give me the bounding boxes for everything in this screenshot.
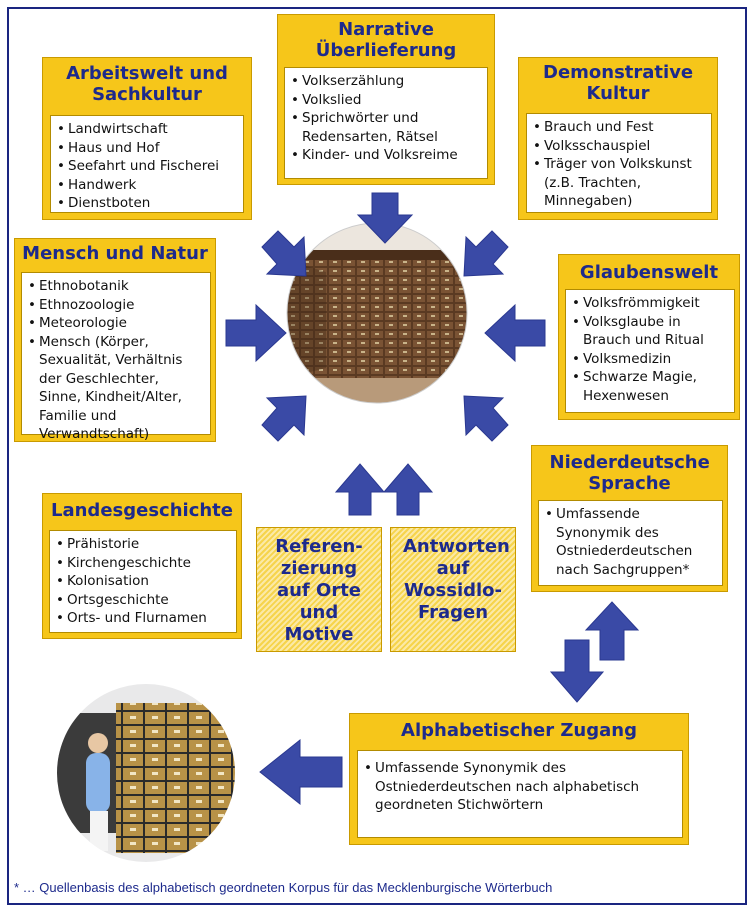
list-item: Meteorologie <box>28 314 204 333</box>
arrow-up-icon <box>584 601 640 661</box>
list-item: Schwarze Magie, Hexenwesen <box>572 368 728 405</box>
box-landesgeschichte-title: Landesgeschichte <box>51 500 233 521</box>
box-demonstrative-list: Brauch und Fest Volksschauspiel Träger v… <box>533 118 705 211</box>
box-demonstrative-title: Demonstrative Kultur <box>543 62 694 104</box>
arrow-diagonal-icon <box>463 230 509 277</box>
box-alphabetisch-title: Alphabetischer Zugang <box>401 720 637 741</box>
box-mensch: Mensch und Natur Ethnobotanik Ethnozoolo… <box>14 238 216 442</box>
box-narrative-list: Volkserzählung Volkslied Sprichwörter un… <box>291 72 481 165</box>
list-item: Landwirtschaft <box>57 120 237 139</box>
footnote: * … Quellenbasis des alphabetisch geordn… <box>14 880 553 895</box>
box-narrative-title: Narrative Überlieferung <box>315 19 457 61</box>
list-item: Handwerk <box>57 176 237 195</box>
arrow-diagonal-icon <box>261 395 307 442</box>
arrow-left-icon <box>259 738 343 806</box>
box-mensch-list: Ethnobotanik Ethnozoologie Meteorologie … <box>28 277 204 444</box>
list-item: Mensch (Körper, Sexualität, Verhältnis d… <box>28 333 204 444</box>
box-niederdeutsche: Niederdeutsche Sprache Umfassende Synony… <box>531 445 728 592</box>
list-item: Kinder- und Volksreime <box>291 146 481 165</box>
list-item: Haus und Hof <box>57 139 237 158</box>
box-mensch-title: Mensch und Natur <box>22 243 208 264</box>
arrow-up-icon <box>334 463 386 516</box>
list-item: Ortsgeschichte <box>56 591 230 610</box>
list-item: Volksfrömmigkeit <box>572 294 728 313</box>
box-niederdeutsche-list: Umfassende Synonymik des Ostniederdeutsc… <box>545 505 716 579</box>
arrow-down-icon <box>549 639 605 703</box>
arrow-diagonal-icon <box>261 230 307 277</box>
box-glaubenswelt-list: Volksfrömmigkeit Volksglaube in Brauch u… <box>572 294 728 405</box>
list-item: Ethnozoologie <box>28 296 204 315</box>
list-item: Brauch und Fest <box>533 118 705 137</box>
box-landesgeschichte: Landesgeschichte Prähistorie Kirchengesc… <box>42 493 242 639</box>
box-demonstrative: Demonstrative Kultur Brauch und Fest Vol… <box>518 57 718 220</box>
list-item: Orts- und Flurnamen <box>56 609 230 628</box>
list-item: Ethnobotanik <box>28 277 204 296</box>
box-glaubenswelt: Glaubenswelt Volksfrömmigkeit Volksglaub… <box>558 254 740 420</box>
box-antworten: Antworten auf Wossidlo-Fragen <box>390 527 516 652</box>
list-item: Kirchengeschichte <box>56 554 230 573</box>
list-item: Volksschauspiel <box>533 137 705 156</box>
box-landesgeschichte-list: Prähistorie Kirchengeschichte Kolonisati… <box>56 535 230 628</box>
list-item: Dienstboten <box>57 194 237 213</box>
box-antworten-text: Antworten auf Wossidlo-Fragen <box>403 536 510 623</box>
arrow-down-icon <box>356 192 414 244</box>
card-catalog-photo <box>286 222 468 404</box>
arrow-diagonal-icon <box>463 395 509 442</box>
list-item: Volksmedizin <box>572 350 728 369</box>
box-niederdeutsche-title: Niederdeutsche Sprache <box>549 452 710 494</box>
box-alphabetisch-list: Umfassende Synonymik des Ostniederdeutsc… <box>364 759 676 815</box>
box-glaubenswelt-title: Glaubenswelt <box>579 262 719 283</box>
list-item: Volkslied <box>291 91 481 110</box>
box-alphabetisch: Alphabetischer Zugang Umfassende Synonym… <box>349 713 689 845</box>
box-arbeitswelt: Arbeitswelt und Sachkultur Landwirtschaf… <box>42 57 252 220</box>
list-item: Prähistorie <box>56 535 230 554</box>
list-item: Volksglaube in Brauch und Ritual <box>572 313 728 350</box>
box-arbeitswelt-list: Landwirtschaft Haus und Hof Seefahrt und… <box>57 120 237 213</box>
box-referenzierung: Referen-zierung auf Orte und Motive <box>256 527 382 652</box>
arrow-right-icon <box>225 303 287 363</box>
archive-photo <box>57 684 235 862</box>
list-item: Umfassende Synonymik des Ostniederdeutsc… <box>364 759 676 815</box>
box-arbeitswelt-title: Arbeitswelt und Sachkultur <box>66 63 228 105</box>
arrow-left-icon <box>484 303 546 363</box>
arrow-up-icon <box>382 463 434 516</box>
list-item: Kolonisation <box>56 572 230 591</box>
list-item: Volkserzählung <box>291 72 481 91</box>
box-referenzierung-text: Referen-zierung auf Orte und Motive <box>275 536 363 645</box>
list-item: Träger von Volkskunst (z.B. Trachten, Mi… <box>533 155 705 211</box>
list-item: Seefahrt und Fischerei <box>57 157 237 176</box>
list-item: Sprichwörter und Redensarten, Rätsel <box>291 109 481 146</box>
box-narrative: Narrative Überlieferung Volkserzählung V… <box>277 14 495 185</box>
list-item: Umfassende Synonymik des Ostniederdeutsc… <box>545 505 716 579</box>
